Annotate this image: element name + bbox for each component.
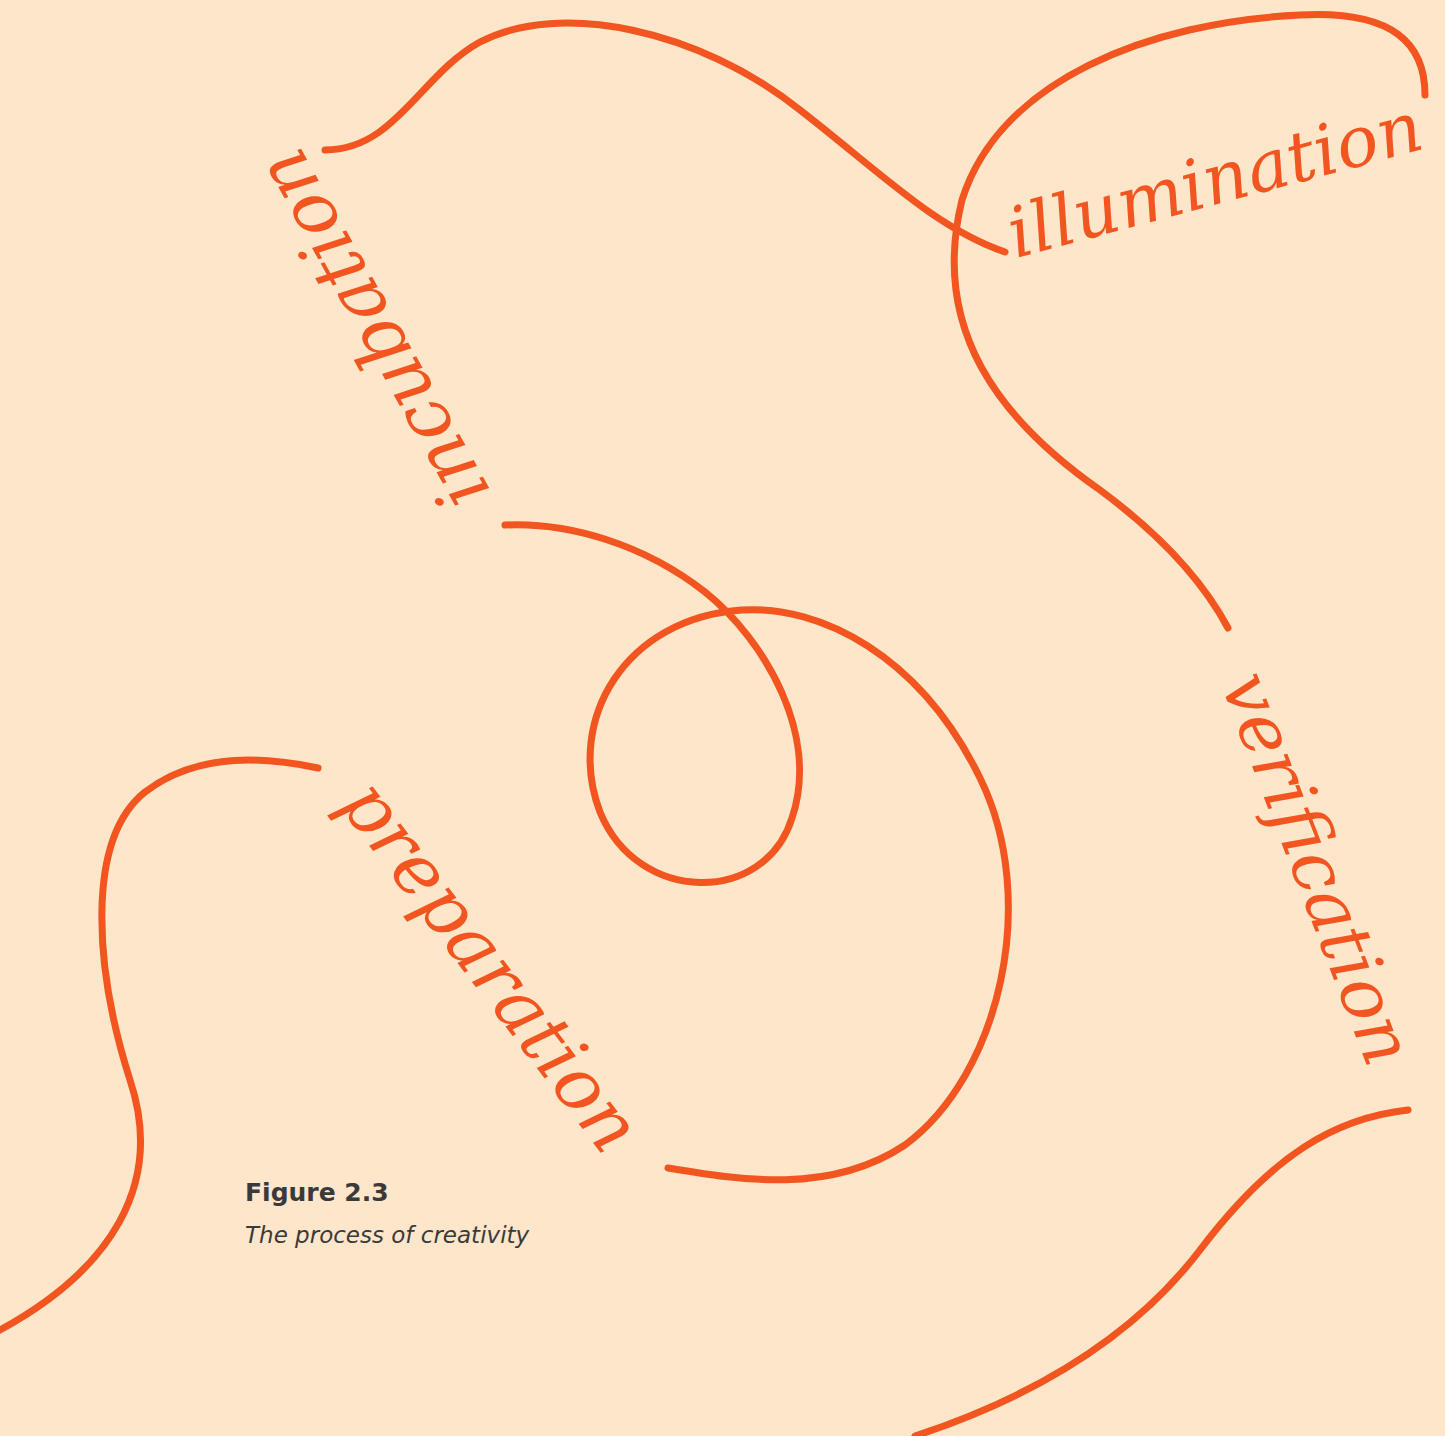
figure-caption: The process of creativity — [245, 1222, 529, 1248]
stage-word: verification — [1210, 662, 1425, 1074]
thread-segment — [325, 23, 1005, 252]
stage-word: incubation — [243, 138, 500, 522]
thread-segment — [915, 1110, 1408, 1436]
stage-word: illumination — [1000, 91, 1429, 269]
stage-word: preparation — [329, 766, 655, 1164]
figure-number: Figure 2.3 — [245, 1178, 389, 1207]
